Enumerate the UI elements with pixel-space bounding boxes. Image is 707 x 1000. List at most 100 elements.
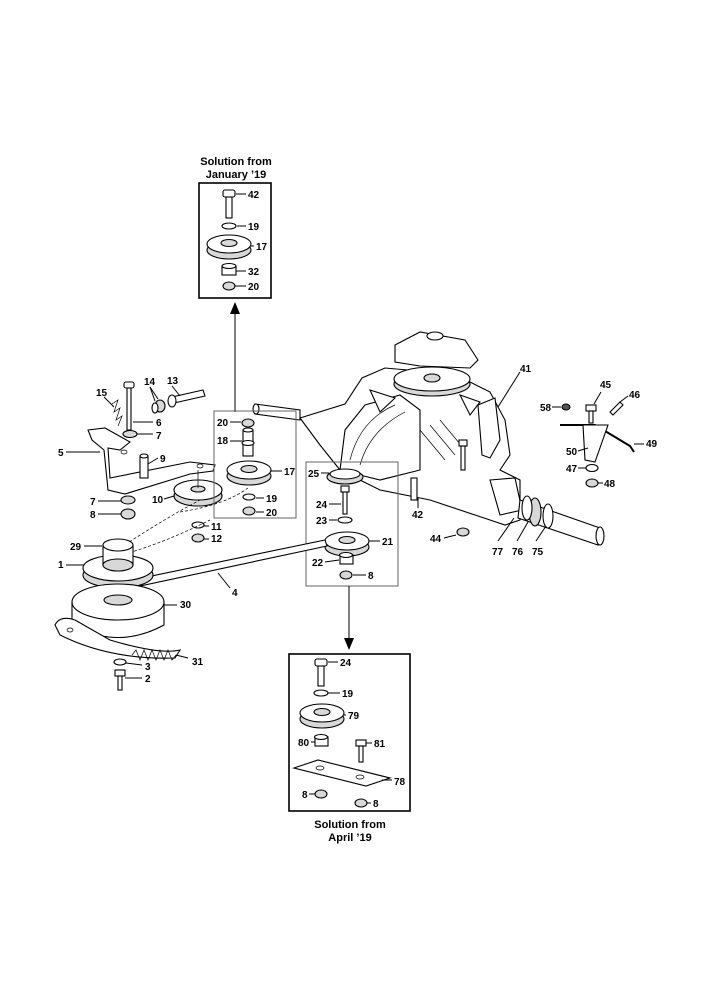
label-18: 18 <box>217 436 229 447</box>
label-apr-19: 19 <box>342 689 354 700</box>
label-12: 12 <box>211 534 223 545</box>
part-washer-3 <box>113 658 127 666</box>
label-jan-17: 17 <box>256 242 268 253</box>
label-58: 58 <box>540 403 552 414</box>
part-nut-20 <box>242 506 256 516</box>
label-2: 2 <box>145 674 151 685</box>
part-post-9 <box>139 453 149 479</box>
part-nut-8b <box>354 798 368 808</box>
part-washer-19 <box>221 222 237 230</box>
part-transmission-41 <box>252 331 605 546</box>
caption-january-line2: January ’19 <box>205 169 267 181</box>
part-nut-20 <box>222 281 236 291</box>
label-5: 5 <box>58 448 64 459</box>
part-bracket-5 <box>87 427 216 495</box>
part-pulley-79 <box>299 703 345 729</box>
label-8-center: 8 <box>368 571 374 582</box>
part-nut-8a <box>314 789 328 799</box>
label-7-bottom: 7 <box>90 497 96 508</box>
part-bushing-22 <box>338 551 354 565</box>
label-21: 21 <box>382 537 394 548</box>
label-7-top: 7 <box>156 431 162 442</box>
label-25: 25 <box>308 469 320 480</box>
label-apr-79: 79 <box>348 711 360 722</box>
label-24: 24 <box>316 500 328 511</box>
label-jan-42: 42 <box>248 190 260 201</box>
label-77: 77 <box>492 547 504 558</box>
part-clutch-30 <box>54 583 182 659</box>
part-bolt-42 <box>222 189 236 219</box>
label-31: 31 <box>192 657 204 668</box>
label-3: 3 <box>145 662 151 673</box>
label-14: 14 <box>144 377 156 388</box>
label-45: 45 <box>600 380 612 391</box>
inset-january-19: 42 19 17 32 20 <box>198 182 272 299</box>
label-49: 49 <box>646 439 658 450</box>
caption-april-19: Solution from April ’19 <box>280 819 420 845</box>
label-17: 17 <box>284 467 296 478</box>
part-bushing-32 <box>221 262 237 276</box>
caption-january-line1: Solution from <box>200 156 272 168</box>
part-washer-19 <box>242 493 256 501</box>
part-linkage-group <box>560 401 635 488</box>
label-8-left: 8 <box>90 510 96 521</box>
part-bolt-24 <box>314 658 328 687</box>
label-apr-8a: 8 <box>302 790 308 801</box>
part-hub-29 <box>102 538 134 572</box>
caption-january-19: Solution from January ’19 <box>166 156 306 182</box>
part-washer-7-top <box>122 429 138 439</box>
label-13: 13 <box>167 376 179 387</box>
part-cover-25 <box>326 468 364 485</box>
part-spacer-18 <box>241 427 255 457</box>
label-47: 47 <box>566 464 578 475</box>
part-washer-11 <box>191 521 205 529</box>
arrow-to-april-inset <box>344 586 354 650</box>
label-22: 22 <box>312 558 324 569</box>
part-bolt-81 <box>355 739 367 763</box>
label-jan-32: 32 <box>248 267 260 278</box>
inset-april-19 <box>288 653 411 812</box>
group-pulley-17-box <box>213 410 297 519</box>
part-spring-31 <box>131 649 189 661</box>
label-29: 29 <box>70 542 82 553</box>
part-pulley-10 <box>173 470 223 507</box>
part-pulley-17 <box>226 460 272 486</box>
part-pulley-21 <box>324 531 370 557</box>
part-bushing-80 <box>313 733 329 747</box>
part-screw-42 <box>410 477 418 501</box>
label-10: 10 <box>152 495 164 506</box>
label-23: 23 <box>316 516 328 527</box>
label-9: 9 <box>160 454 166 465</box>
part-bolt-13 <box>167 389 206 408</box>
label-42: 42 <box>412 510 424 521</box>
part-spring-15 <box>111 399 123 427</box>
part-nut-44 <box>456 527 470 537</box>
label-44: 44 <box>430 534 442 545</box>
label-4: 4 <box>232 588 238 599</box>
part-bolt-24 <box>340 485 350 515</box>
label-75: 75 <box>532 547 544 558</box>
inset-april-frame <box>288 653 411 812</box>
part-washer-23 <box>337 516 353 524</box>
part-bolt-on-transmission <box>458 439 468 471</box>
label-76: 76 <box>512 547 524 558</box>
part-pulley-17 <box>206 234 252 260</box>
part-nut-12 <box>191 533 205 543</box>
group-pulley-21-box <box>305 461 399 587</box>
caption-april-line2: April ’19 <box>328 832 372 844</box>
part-plate-78 <box>292 759 392 787</box>
part-washer-19 <box>313 689 329 697</box>
label-41: 41 <box>520 364 532 375</box>
label-1: 1 <box>58 560 64 571</box>
label-30: 30 <box>180 600 192 611</box>
part-bolt-2 <box>114 669 126 691</box>
arrow-to-january-inset <box>230 302 240 412</box>
label-11: 11 <box>211 522 222 533</box>
label-apr-24: 24 <box>340 658 352 669</box>
label-apr-8b: 8 <box>373 799 379 810</box>
label-jan-20: 20 <box>248 282 260 293</box>
part-nut-8 <box>339 570 353 580</box>
label-apr-78: 78 <box>394 777 406 788</box>
part-washers-14 <box>151 399 166 414</box>
